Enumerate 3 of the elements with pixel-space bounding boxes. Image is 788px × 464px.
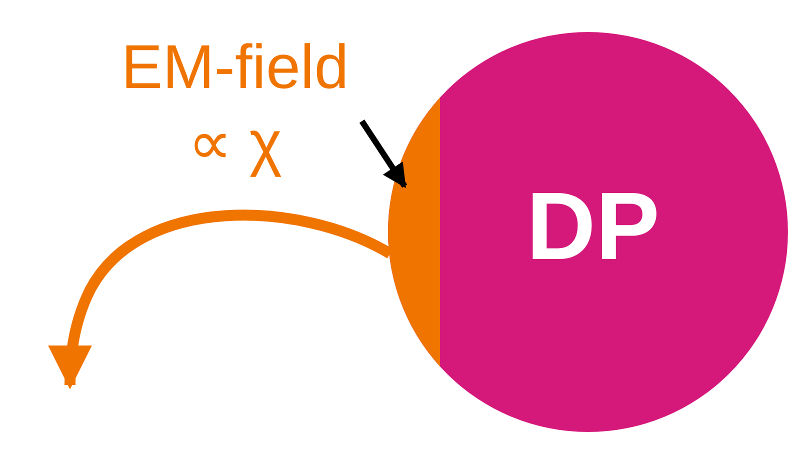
node-label: DP — [525, 172, 661, 282]
arrow — [359, 120, 408, 188]
field-label: EM-field ∝ χ — [100, 30, 370, 182]
